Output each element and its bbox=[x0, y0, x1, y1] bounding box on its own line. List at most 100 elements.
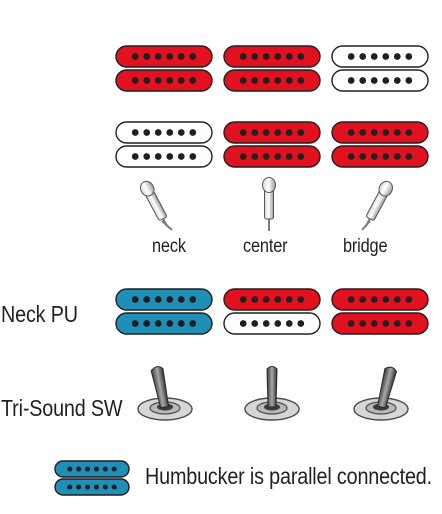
pickup-coil-top bbox=[54, 460, 130, 478]
pickup-coil-bottom bbox=[331, 145, 429, 168]
pickup-coil-top bbox=[115, 45, 213, 68]
pole-piece bbox=[405, 129, 413, 136]
pole-piece bbox=[393, 296, 401, 303]
pole-piece bbox=[239, 320, 247, 327]
pole-piece bbox=[251, 53, 259, 60]
pole-piece bbox=[262, 296, 270, 303]
pole-piece bbox=[393, 77, 401, 84]
pickup-coil-bottom bbox=[331, 312, 429, 335]
row3-humbucker-neck bbox=[115, 288, 213, 335]
pole-piece bbox=[393, 320, 401, 327]
legend-humbucker bbox=[54, 460, 130, 496]
row2-humbucker-middle bbox=[223, 121, 321, 168]
row1-humbucker-neck bbox=[115, 45, 213, 92]
pickup-coil-bottom bbox=[54, 478, 130, 496]
pole-piece bbox=[405, 77, 413, 84]
tri-sound-switch-center-icon bbox=[244, 366, 300, 421]
pole-piece bbox=[297, 53, 305, 60]
pole-piece bbox=[154, 320, 162, 327]
pole-piece bbox=[359, 153, 367, 160]
pickup-coil-top bbox=[331, 121, 429, 144]
pole-piece bbox=[131, 320, 139, 327]
pole-piece bbox=[154, 153, 162, 160]
row3-humbucker-middle bbox=[223, 288, 321, 335]
pole-piece bbox=[297, 129, 305, 136]
row3-humbucker-bridge bbox=[331, 288, 429, 335]
pole-piece bbox=[166, 320, 174, 327]
pole-piece bbox=[131, 77, 139, 84]
pole-piece bbox=[393, 129, 401, 136]
pickup-coil-top bbox=[223, 121, 321, 144]
pole-piece bbox=[143, 153, 151, 160]
pole-piece bbox=[251, 296, 259, 303]
pole-piece bbox=[251, 320, 259, 327]
pole-piece bbox=[370, 296, 378, 303]
pole-piece bbox=[262, 53, 270, 60]
pole-piece bbox=[85, 466, 91, 472]
pole-piece bbox=[239, 53, 247, 60]
pole-piece bbox=[405, 53, 413, 60]
pole-piece bbox=[347, 320, 355, 327]
pole-piece bbox=[297, 320, 305, 327]
pole-piece bbox=[177, 129, 185, 136]
pole-piece bbox=[154, 129, 162, 136]
pole-piece bbox=[274, 53, 282, 60]
pole-piece bbox=[154, 53, 162, 60]
pole-piece bbox=[111, 484, 117, 490]
pole-piece bbox=[382, 296, 390, 303]
pole-piece bbox=[239, 153, 247, 160]
pickup-coil-bottom bbox=[115, 145, 213, 168]
pole-piece bbox=[251, 77, 259, 84]
pole-piece bbox=[359, 296, 367, 303]
pole-piece bbox=[382, 77, 390, 84]
pole-piece bbox=[166, 53, 174, 60]
pole-piece bbox=[154, 77, 162, 84]
pickup-coil-bottom bbox=[223, 145, 321, 168]
tri-sound-switch-right-icon bbox=[353, 366, 409, 421]
pole-piece bbox=[154, 296, 162, 303]
pole-piece bbox=[143, 296, 151, 303]
pole-piece bbox=[274, 77, 282, 84]
pole-piece bbox=[93, 466, 100, 472]
row2-humbucker-bridge bbox=[331, 121, 429, 168]
pole-piece bbox=[166, 129, 174, 136]
selector-label-center: center bbox=[243, 236, 288, 257]
pole-piece bbox=[131, 53, 139, 60]
pole-piece bbox=[177, 320, 185, 327]
pole-piece bbox=[393, 153, 401, 160]
pole-piece bbox=[359, 320, 367, 327]
pole-piece bbox=[347, 53, 355, 60]
pickup-coil-top bbox=[115, 121, 213, 144]
pole-piece bbox=[143, 320, 151, 327]
pole-piece bbox=[347, 77, 355, 84]
pole-piece bbox=[382, 53, 390, 60]
pole-piece bbox=[93, 484, 100, 490]
pole-piece bbox=[189, 53, 197, 60]
pole-piece bbox=[297, 77, 305, 84]
pole-piece bbox=[347, 296, 355, 303]
legend-humbucker-icon bbox=[54, 460, 130, 496]
pole-piece bbox=[143, 77, 151, 84]
pickup-coil-bottom bbox=[115, 69, 213, 92]
pole-piece bbox=[405, 296, 413, 303]
pole-piece bbox=[285, 153, 293, 160]
pickup-coil-bottom bbox=[331, 69, 429, 92]
pole-piece bbox=[405, 153, 413, 160]
pickup-row-2 bbox=[115, 121, 429, 168]
pole-piece bbox=[370, 129, 378, 136]
selector-center-icon bbox=[262, 177, 276, 231]
pole-piece bbox=[177, 296, 185, 303]
pickup-coil-bottom bbox=[223, 69, 321, 92]
pole-piece bbox=[262, 153, 270, 160]
pole-piece bbox=[166, 153, 174, 160]
pole-piece bbox=[347, 153, 355, 160]
row-label-neck-pu: Neck PU bbox=[1, 301, 78, 327]
pickup-coil-top bbox=[223, 288, 321, 311]
selector-label-bridge: bridge bbox=[343, 236, 388, 257]
pole-piece bbox=[189, 296, 197, 303]
pole-piece bbox=[393, 53, 401, 60]
pickup-coil-bottom bbox=[115, 312, 213, 335]
pole-piece bbox=[382, 320, 390, 327]
pole-piece bbox=[274, 129, 282, 136]
